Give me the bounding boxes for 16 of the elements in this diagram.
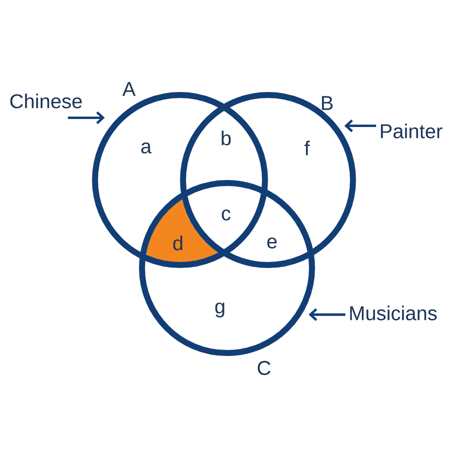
region-label: d — [173, 236, 182, 250]
category-label: Musicians — [350, 306, 437, 320]
region-label: f — [304, 140, 310, 156]
arrow — [68, 111, 105, 124]
region-label: a — [141, 142, 152, 154]
set-label: A — [122, 82, 136, 96]
region-label: g — [215, 302, 224, 318]
category-label: Painter — [380, 124, 442, 138]
region-label: b — [222, 130, 231, 146]
region-label: c — [222, 210, 230, 220]
set-label: C — [258, 360, 270, 376]
set-label: B — [322, 96, 333, 110]
category-label: Chinese — [10, 94, 82, 108]
arrow — [308, 308, 346, 322]
region-label: e — [267, 238, 277, 248]
arrow — [344, 119, 376, 132]
